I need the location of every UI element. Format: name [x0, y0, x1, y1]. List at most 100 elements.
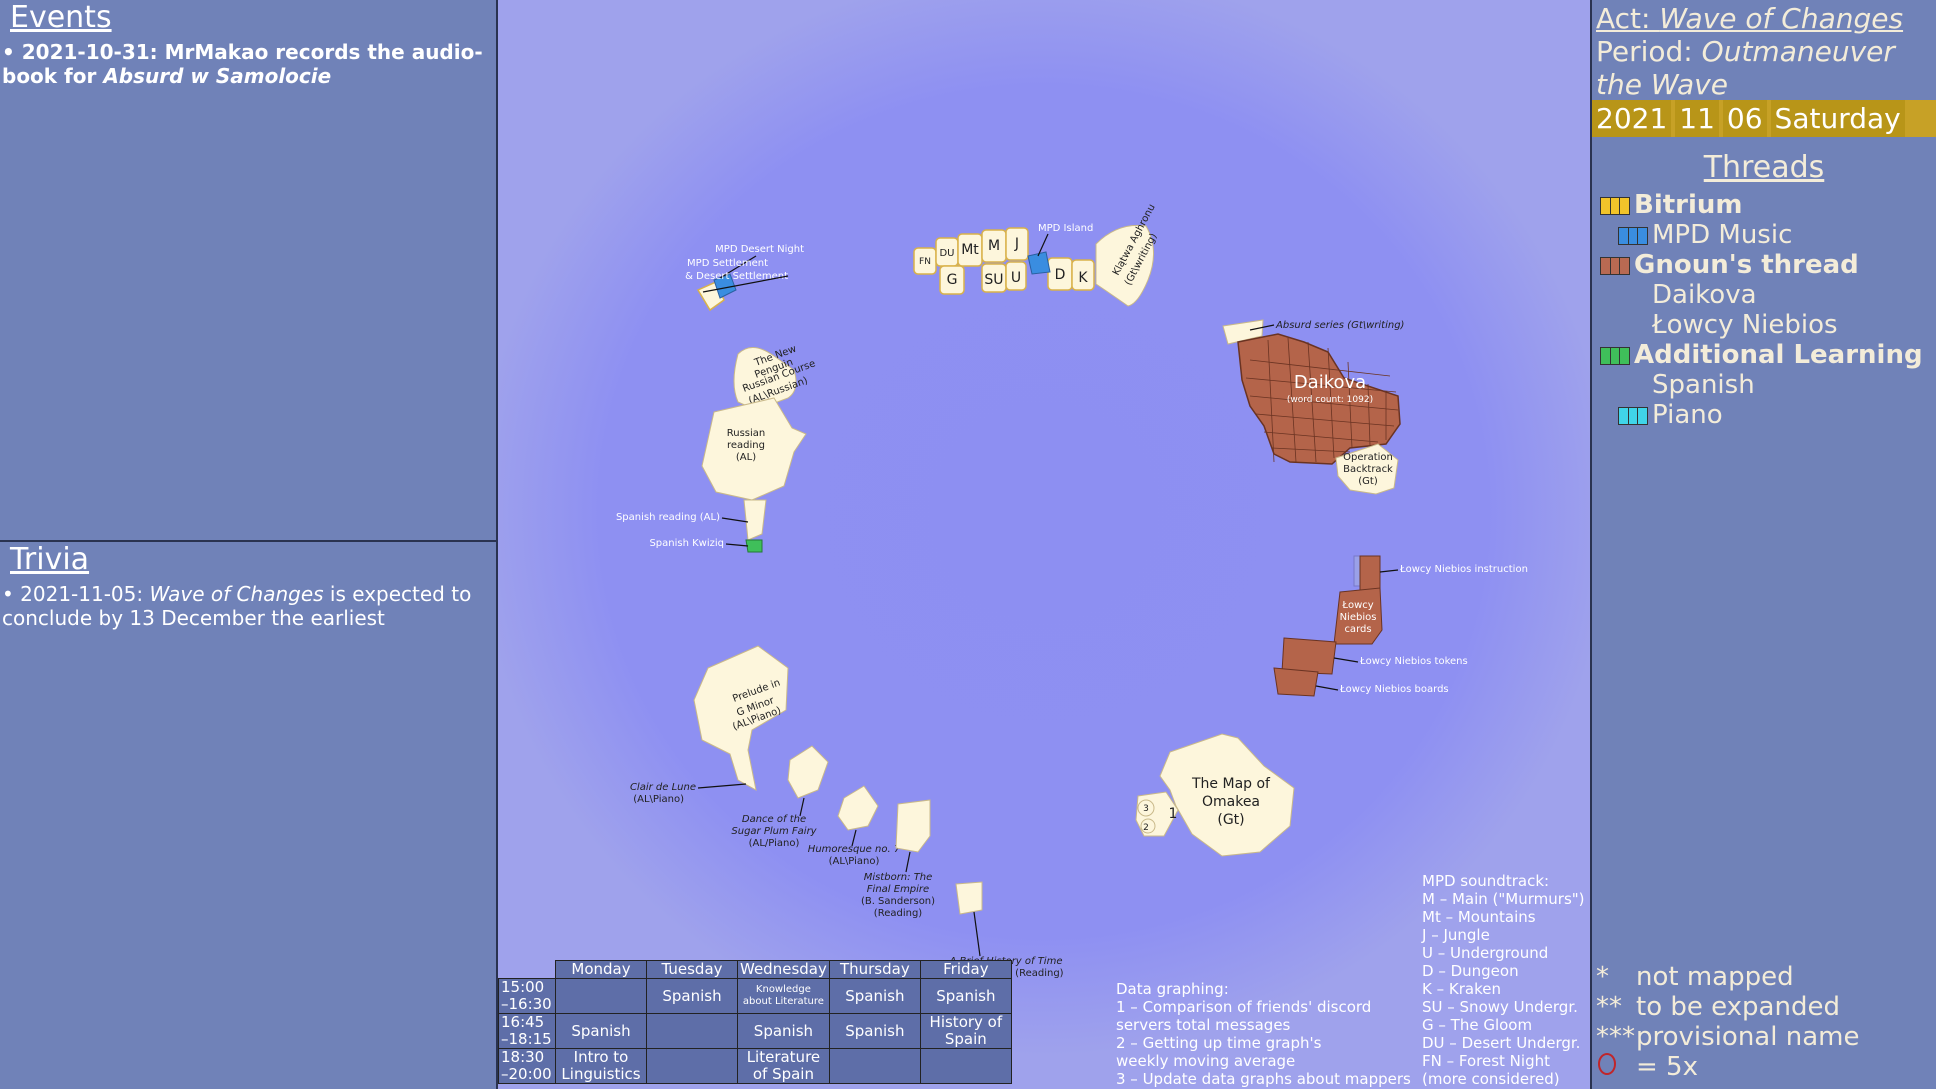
schedule-row: 15:00–16:30 Spanish Knowledge about Lite… [498, 978, 1012, 1014]
thread-lowcy-niebios[interactable]: Łowcy Niebios [1652, 310, 1838, 340]
brief-history-land[interactable] [955, 881, 983, 915]
lowcy-instruction-land-2[interactable] [1359, 555, 1381, 591]
trivia-entry: • 2021-11-05: Wave of Changes is expecte… [2, 582, 496, 630]
omakea-island-2[interactable] [1140, 818, 1156, 834]
lowcy-boards-label: Łowcy Niebios boards [1339, 684, 1449, 695]
red-circle-icon [1596, 1052, 1636, 1083]
thread-daikova[interactable]: Daikova [1652, 280, 1757, 310]
thread-piano[interactable]: Piano [1652, 400, 1723, 430]
sugar-label-3: (AL/Piano) [749, 838, 800, 849]
events-panel: Events • 2021-10-31: MrMakao records the… [0, 0, 498, 540]
schedule-row: 18:30–20:00 Intro to Linguistics Literat… [498, 1048, 1012, 1084]
notes-line: G – The Gloom [1422, 1016, 1533, 1034]
omakea-label-1: The Map of [1191, 776, 1271, 792]
spanish-reading-land[interactable] [743, 499, 767, 541]
mpd-island-land[interactable] [1027, 251, 1051, 275]
lowcy-instruction-land[interactable] [1353, 555, 1361, 587]
trivia-entry-suffix: is expected to conclude by 13 December t… [2, 582, 472, 630]
operation-label-3: (Gt) [1358, 476, 1378, 487]
schedule-day-header: Wednesday [737, 960, 830, 979]
thread-spanish[interactable]: Spanish [1652, 370, 1755, 400]
tile-du-label: DU [939, 248, 954, 259]
tile-su-label: SU [984, 272, 1003, 288]
map-canvas[interactable]: .land { fill:#fdf6dc; stroke:#c9b98a; st… [498, 0, 1590, 1089]
tile-j[interactable] [1005, 227, 1029, 261]
lowcy-cards-label-3: cards [1344, 624, 1371, 635]
schedule-day-header: Friday [919, 960, 1012, 979]
schedule-cell [646, 1013, 738, 1049]
lowcy-tokens-land[interactable] [1281, 637, 1337, 675]
humoresque-label-1: Humoresque no. 7 [808, 844, 901, 855]
data-graphing-notes: Data graphing: 1 – Comparison of friends… [1116, 980, 1411, 1088]
sidebar: Act: Wave of Changes Period: Outmaneuver… [1590, 0, 1936, 1089]
tile-u[interactable] [1005, 261, 1027, 291]
schedule-day-header: Monday [555, 960, 647, 979]
sugar-label-1: Dance of the [742, 814, 806, 825]
schedule-cell: Spanish [555, 1013, 647, 1049]
operation-backtrack-land[interactable] [1335, 443, 1399, 495]
trivia-title: Trivia [10, 542, 90, 577]
notes-line: M – Main ("Murmurs") [1422, 890, 1585, 908]
notes-line: 3 – Update data graphs about mappers [1116, 1070, 1411, 1088]
schedule-time: 18:30–20:00 [498, 1048, 556, 1084]
omakea-land[interactable] [1159, 733, 1295, 857]
klatwa-land[interactable] [1095, 224, 1154, 307]
omakea-num-1: 1 [1169, 806, 1178, 822]
omakea-num-3: 3 [1143, 804, 1149, 814]
map-svg: .land { fill:#fdf6dc; stroke:#c9b98a; st… [616, 202, 1528, 979]
events-entry-italic: Absurd w Samolocie [103, 64, 332, 88]
act-title: Act: Wave of Changes [1596, 2, 1904, 35]
spanish-kwiziq-land[interactable] [745, 539, 763, 553]
mpd-desert-night-land[interactable] [713, 273, 737, 299]
schedule-table: Monday Tuesday Wednesday Thursday Friday… [498, 960, 1012, 1084]
daikova-land[interactable] [1237, 333, 1401, 465]
notes-line: Data graphing: [1116, 980, 1229, 998]
period-title: Period: Outmaneuver the Wave [1596, 35, 1895, 101]
omakea-island-3[interactable] [1137, 799, 1155, 817]
tile-g-label: G [947, 272, 958, 288]
schedule-time: 15:00–16:30 [498, 978, 556, 1014]
tile-d-label: D [1055, 267, 1066, 283]
schedule-row: 16:45–18:15 Spanish Spanish Spanish Hist… [498, 1013, 1012, 1049]
events-title: Events [10, 0, 112, 35]
tile-m-label: M [988, 238, 1000, 254]
russian-reading-land[interactable] [701, 397, 807, 501]
mistborn-label-4: (Reading) [874, 908, 922, 919]
gnoun-swatch-icon [1600, 257, 1630, 275]
russian-label-1: Russian [727, 428, 766, 439]
operation-label-2: Backtrack [1343, 464, 1393, 475]
absurd-land[interactable] [1222, 319, 1264, 345]
thread-bitrium[interactable]: Bitrium [1634, 190, 1743, 220]
daikova-label: Daikova [1294, 372, 1366, 393]
schedule-cell [555, 978, 647, 1014]
thread-additional-learning[interactable]: Additional Learning [1634, 340, 1923, 370]
operation-label-1: Operation [1343, 452, 1393, 463]
lowcy-boards-land[interactable] [1273, 667, 1319, 697]
trivia-entry-italic: Wave of Changes [149, 582, 324, 606]
notes-line: servers total messages [1116, 1016, 1291, 1034]
notes-line: weekly moving average [1116, 1052, 1296, 1070]
additional-learning-swatch-icon [1600, 347, 1630, 365]
schedule-time: 16:45–18:15 [498, 1013, 556, 1049]
mpd-tiles: FN DU Mt M J G SU U D K [913, 227, 1095, 295]
piano-swatch-icon [1618, 407, 1648, 425]
notes-line: FN – Forest Night [1422, 1052, 1550, 1070]
lowcy-cards-label-1: Łowcy [1341, 600, 1373, 611]
tile-k[interactable] [1071, 259, 1095, 291]
daikova-wordcount: (word count: 1092) [1287, 395, 1373, 405]
thread-gnoun[interactable]: Gnoun's thread [1634, 250, 1859, 280]
russian-label-3: (AL) [736, 452, 756, 463]
humoresque-land[interactable] [837, 785, 879, 831]
trivia-entry-prefix: • 2021-11-05: [2, 582, 150, 606]
sugar-plum-land[interactable] [787, 745, 829, 799]
mistborn-land[interactable] [895, 799, 931, 853]
penguin-land[interactable] [733, 347, 797, 411]
lowcy-instruction-label: Łowcy Niebios instruction [1399, 564, 1528, 575]
schedule-cell: Intro to Linguistics [555, 1048, 647, 1084]
lowcy-cards-land[interactable] [1333, 587, 1383, 645]
prelude-land[interactable] [693, 645, 789, 791]
schedule-cell: Spanish [919, 978, 1012, 1014]
thread-mpd-music[interactable]: MPD Music [1652, 220, 1793, 250]
tile-g[interactable] [939, 265, 965, 295]
schedule-cell [646, 1048, 738, 1084]
